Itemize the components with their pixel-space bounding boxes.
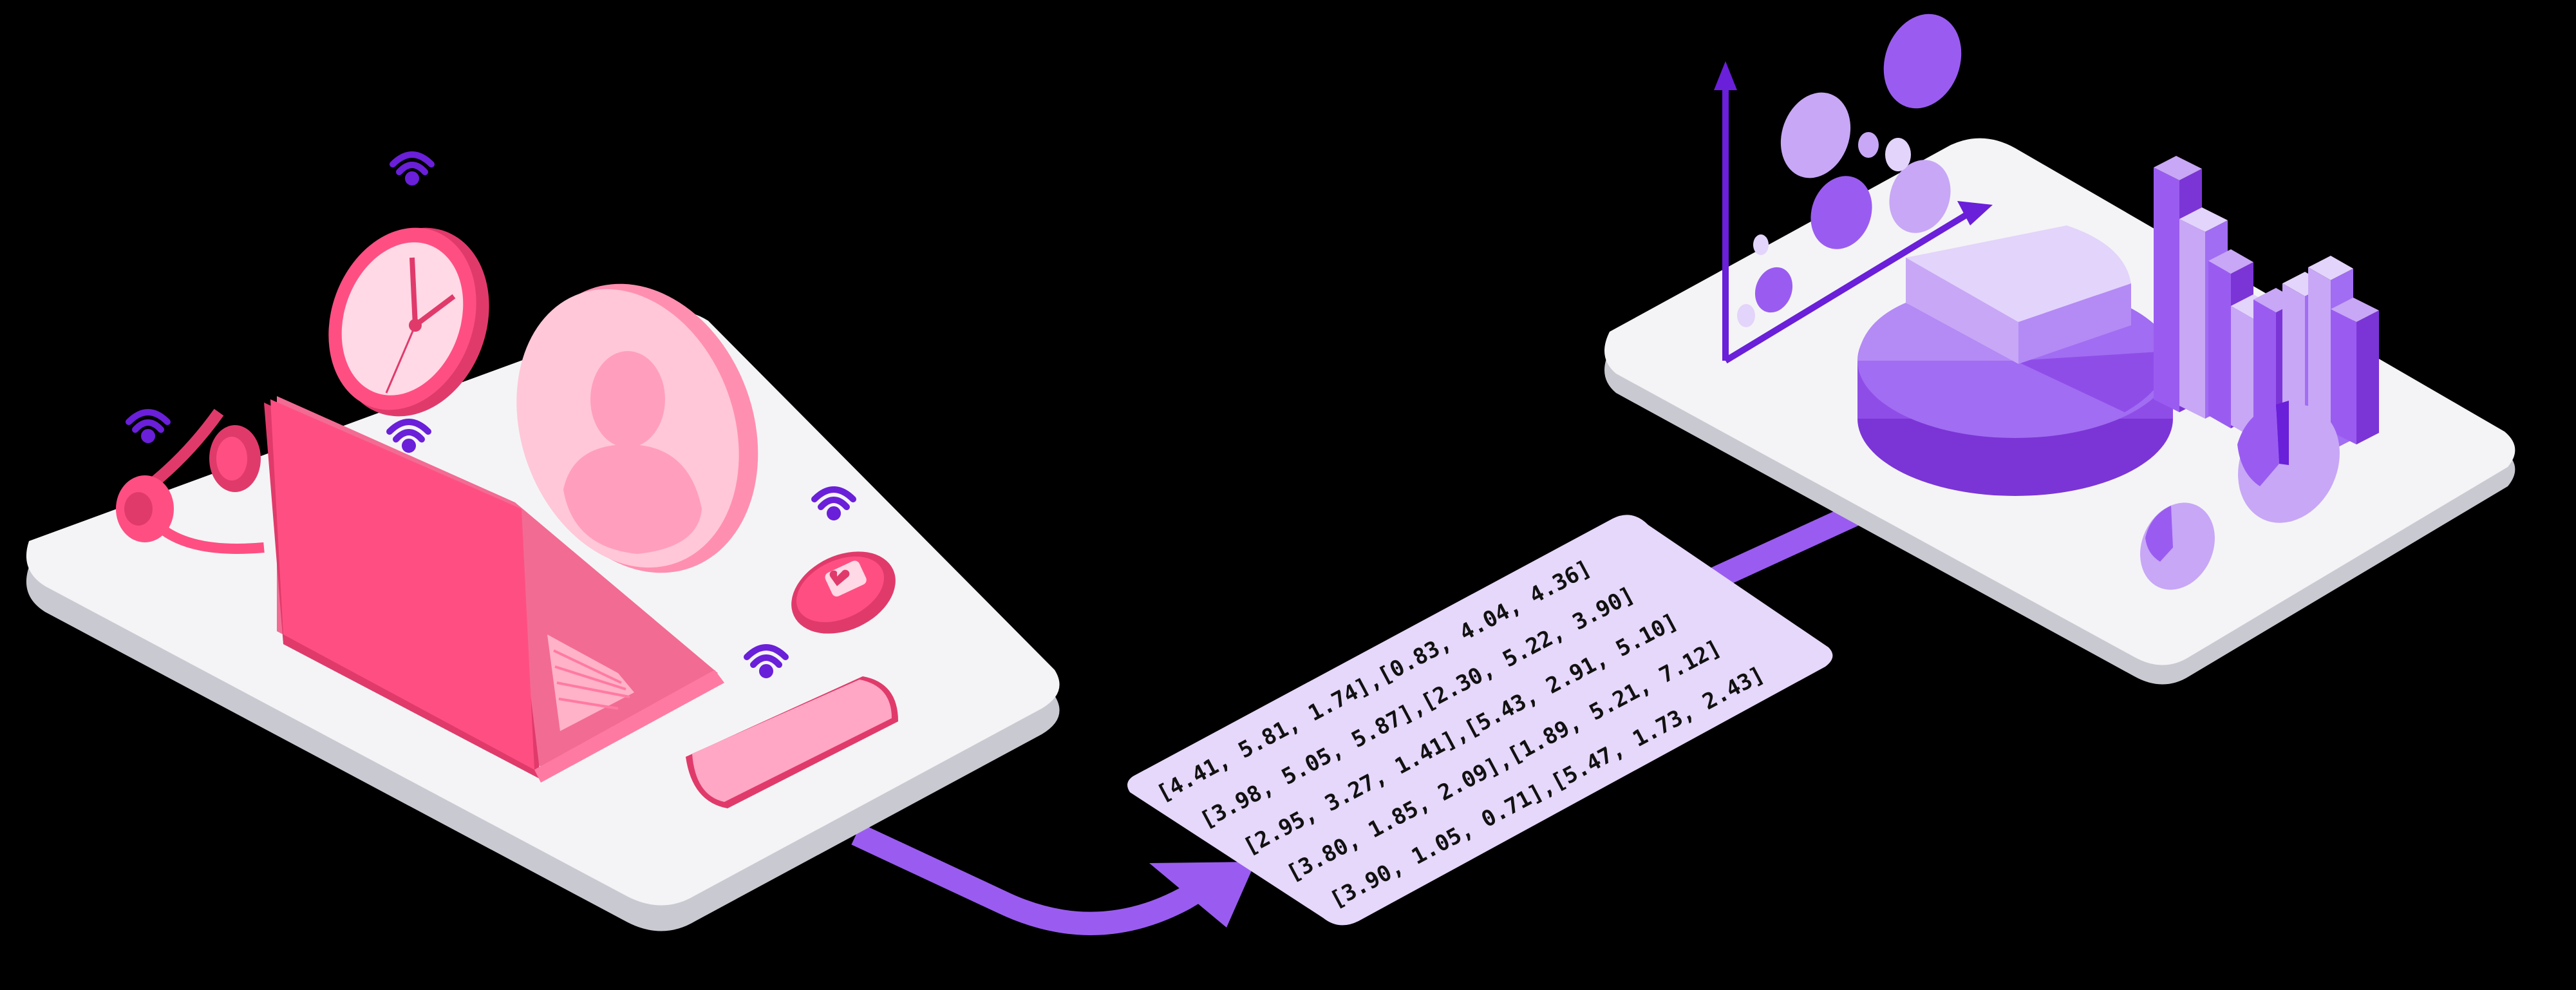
flow-arrow-to-data (851, 823, 1255, 935)
wifi-signal-icon (126, 151, 856, 678)
arrow-head-icon (1149, 862, 1255, 928)
scatter-plot-icon (1714, 14, 1993, 364)
headphones-icon (116, 408, 265, 554)
pie-chart-icon (1857, 225, 2173, 496)
flow-arrow-to-analytics (1707, 498, 1872, 591)
smartphone-icon (686, 676, 898, 808)
user-profile-icon (516, 283, 758, 573)
mini-pie-chart-icon (2140, 401, 2340, 590)
clock-icon (328, 227, 489, 417)
bar-chart-icon (2154, 156, 2379, 451)
smartwatch-icon (791, 551, 896, 634)
laptop-icon (264, 396, 724, 783)
